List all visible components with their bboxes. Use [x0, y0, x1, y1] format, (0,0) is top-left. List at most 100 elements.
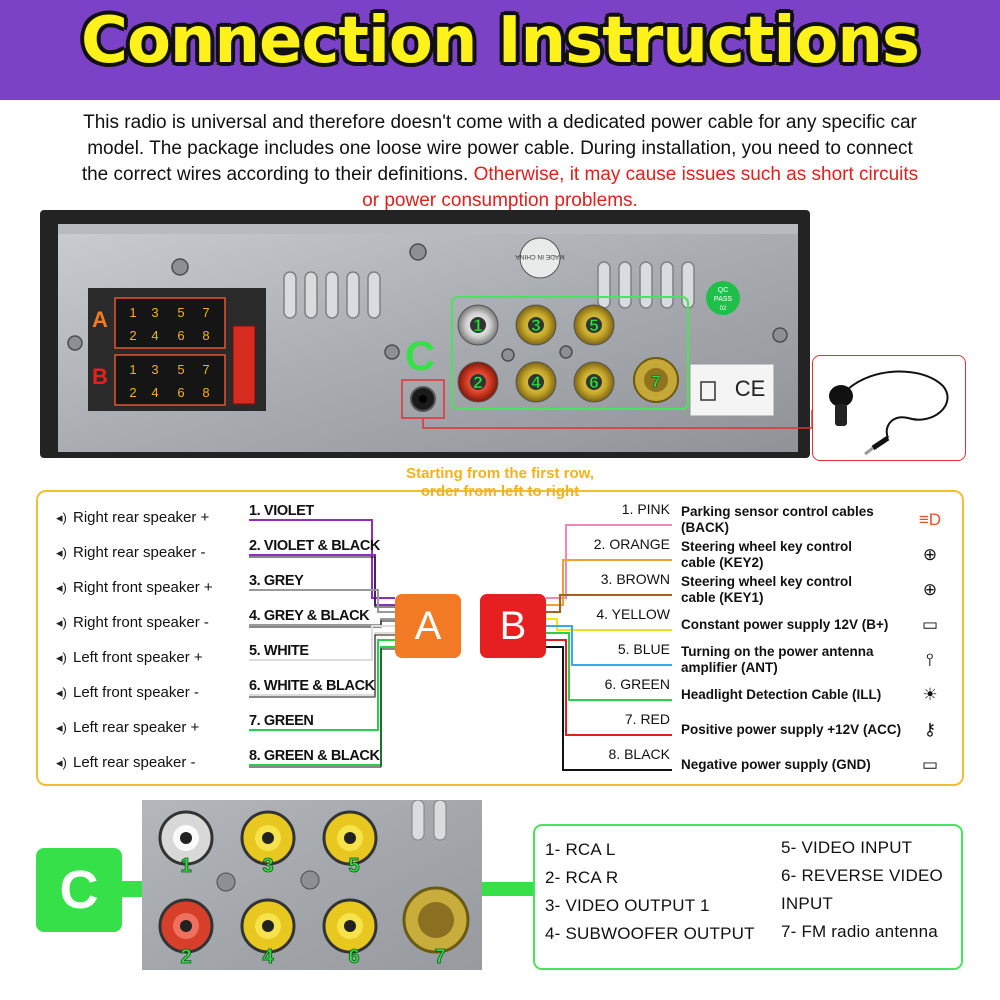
speaker-function-label: ◂)Right front speaker - [56, 614, 209, 631]
closeup-rca-jacks [158, 810, 470, 954]
intro-warning-1: Otherwise, it may cause issues such as s… [473, 164, 919, 185]
right-wire-label: 5. BLUE [617, 641, 670, 657]
pin-a7: 7 [202, 305, 209, 320]
function-line-1: Positive power supply +12V (ACC) [681, 722, 902, 737]
steering-wheel-icon: ⊕ [922, 545, 938, 564]
speaker-icon: ◂) [56, 580, 67, 595]
qc-text-2: PASS [714, 296, 732, 303]
c-item-3: 3- VIDEO OUTPUT 1 [545, 896, 710, 915]
speaker-function-text: Left rear speaker + [73, 719, 200, 736]
left-wire-label: 1. VIOLET [249, 503, 314, 519]
intro-text: This radio is universal and therefore do… [4, 110, 996, 214]
car-key-icon: ⚷ [923, 720, 937, 739]
closeup-num-7: 7 [434, 946, 445, 968]
rca-num-4: 4 [531, 373, 541, 392]
function-line-1: Parking sensor control cables [681, 504, 874, 519]
speaker-function-text: Right rear speaker - [73, 544, 206, 561]
intro-line-1: This radio is universal and therefore do… [83, 112, 917, 133]
light-bulb-icon: ☀ [922, 685, 938, 704]
c-item-6: 6- REVERSE VIDEO [781, 866, 943, 885]
right-wire-label: 6. GREEN [604, 676, 670, 692]
right-wire-label: 4. YELLOW [596, 606, 670, 622]
microphone-icon [829, 370, 949, 456]
left-wire-label: 3. GREY [249, 573, 304, 589]
radio-back-panel: MADE IN CHINA QC PASS 02 CE 1 3 5 7 2 4 … [40, 210, 813, 458]
pin-b7: 7 [202, 362, 209, 377]
rca-group-highlight [451, 296, 689, 410]
pin-a3: 3 [151, 305, 158, 320]
c-item-6-cont: INPUT [781, 894, 833, 913]
wiring-order-note: Starting from the first row, order from … [360, 465, 640, 501]
right-function-label: Positive power supply +12V (ACC) [681, 722, 901, 738]
battery-icon: ▭ [921, 755, 939, 774]
parking-light-icon: ≡D [918, 510, 942, 529]
vent-slots-left [283, 271, 381, 319]
battery-icon: ▭ [921, 615, 939, 634]
label-a: A [92, 307, 108, 332]
closeup-num-2: 2 [180, 946, 191, 968]
page-title: Connection Instructions [80, 4, 920, 78]
right-wire-label: 3. BROWN [600, 571, 670, 587]
left-wire-label: 2. VIOLET & BLACK [249, 538, 380, 554]
closeup-numbers: 1 3 5 2 4 6 7 [180, 855, 446, 969]
closeup-num-5: 5 [348, 855, 359, 877]
recycle-bin-icon [700, 381, 716, 401]
left-wire-label: 4. GREY & BLACK [249, 608, 370, 624]
made-in-china-stamp [519, 237, 561, 279]
pin-b8: 8 [202, 385, 209, 400]
right-function-label: Parking sensor control cables(BACK) [681, 504, 874, 536]
function-line-1: Steering wheel key control [681, 574, 853, 589]
speaker-function-label: ◂)Right rear speaker - [56, 544, 206, 561]
speaker-icon: ◂) [56, 755, 67, 770]
function-line-2: (BACK) [681, 520, 729, 535]
right-wire-label: 1. PINK [621, 501, 670, 517]
left-wire-label: 6. WHITE & BLACK [249, 678, 375, 694]
ce-label [689, 363, 775, 417]
speaker-function-text: Right front speaker - [73, 614, 209, 631]
pin-a1: 1 [129, 305, 136, 320]
speaker-function-label: ◂)Left front speaker + [56, 649, 203, 666]
pin-a5: 5 [177, 305, 184, 320]
rca-jacks [457, 304, 679, 403]
pin-a2: 2 [129, 328, 136, 343]
speaker-icon: ◂) [56, 510, 67, 525]
function-line-1: Constant power supply 12V (B+) [681, 617, 889, 632]
speaker-icon: ◂) [56, 720, 67, 735]
rca-num-6: 6 [589, 373, 598, 392]
pin-a6: 6 [177, 328, 184, 343]
function-line-1: Turning on the power antenna [681, 644, 874, 659]
right-function-label: Constant power supply 12V (B+) [681, 617, 888, 633]
connector-b-block [114, 354, 226, 406]
speaker-function-label: ◂)Right rear speaker + [56, 509, 209, 526]
right-wire-label: 2. ORANGE [593, 536, 670, 552]
rca-numbers: 1 3 5 2 4 6 7 [473, 316, 661, 393]
speaker-function-label: ◂)Right front speaker + [56, 579, 213, 596]
right-function-label: Headlight Detection Cable (ILL) [681, 687, 881, 703]
pin-b1: 1 [129, 362, 136, 377]
function-line-2: cable (KEY2) [681, 555, 764, 570]
closeup-num-6: 6 [348, 946, 359, 968]
qc-text-3: 02 [720, 306, 727, 312]
screws [67, 243, 788, 362]
closeup-num-1: 1 [180, 855, 191, 877]
left-wire-label: 8. GREEN & BLACK [249, 748, 380, 764]
speaker-function-text: Left front speaker + [73, 649, 203, 666]
rca-num-3: 3 [531, 316, 540, 335]
c-item-2: 2- RCA R [545, 868, 619, 887]
intro-line-3-black: the correct wires according to their def… [81, 164, 474, 185]
header-banner: Connection Instructions [0, 0, 1000, 100]
function-line-2: amplifier (ANT) [681, 660, 778, 675]
right-wire-label: 7. RED [624, 711, 670, 727]
function-line-1: Headlight Detection Cable (ILL) [681, 687, 882, 702]
c-item-4: 4- SUBWOOFER OUTPUT [545, 924, 755, 943]
pin-b5: 5 [177, 362, 184, 377]
connector-a-badge: A [395, 594, 461, 658]
pin-b6: 6 [177, 385, 184, 400]
connector-a-block [114, 297, 226, 349]
right-wire-label: 8. BLACK [608, 746, 670, 762]
speaker-function-label: ◂)Left rear speaker - [56, 754, 196, 771]
connector-a-pins: 1 3 5 7 2 4 6 8 [129, 305, 209, 343]
right-function-label: Negative power supply (GND) [681, 757, 871, 773]
left-wire-label: 7. GREEN [249, 713, 314, 729]
speaker-function-text: Left front speaker - [73, 684, 199, 701]
